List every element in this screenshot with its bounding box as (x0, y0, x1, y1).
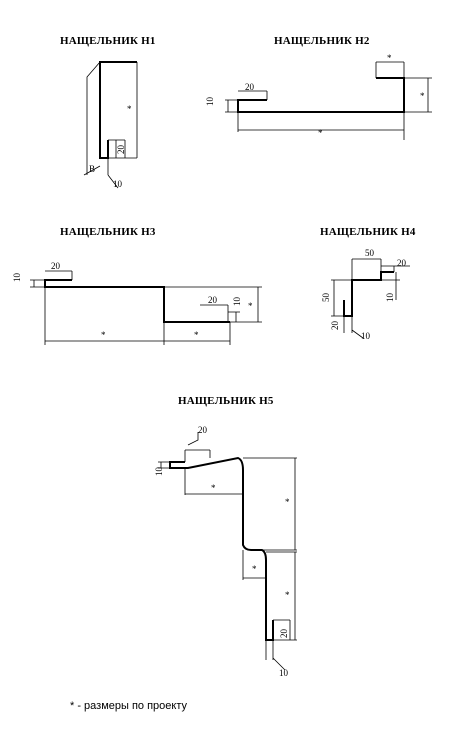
n2-dim-star-top: * (387, 53, 392, 63)
n1-dim-star: * (127, 104, 132, 114)
n4-dim-20-bottom: 20 (330, 321, 340, 331)
n5-dims: 20 10 * * * * 20 10 (154, 425, 297, 678)
n1-dim-b: B (89, 164, 95, 174)
title-n4: НАЩЕЛЬНИК Н4 (320, 226, 416, 238)
n3-dim-20-left: 20 (51, 261, 61, 271)
n5-dim-star-horizontal: * (211, 483, 216, 493)
n1-profile-line (99, 61, 137, 159)
n3-dim-10-left: 10 (12, 273, 22, 283)
n3-profile-line (44, 279, 230, 323)
n3-dim-star-bottom-right: * (194, 330, 199, 340)
n5-dim-20-bottom: 20 (279, 629, 289, 639)
n2-dim-star-right: * (420, 91, 425, 101)
n2-dim-star-bottom: * (318, 128, 323, 138)
n2-dim-20: 20 (245, 82, 255, 92)
n5-leader (187, 432, 199, 446)
n5-dim-star-upper: * (285, 497, 290, 507)
n2-profile-line (237, 77, 405, 113)
title-n5: НАЩЕЛЬНИК Н5 (178, 395, 274, 407)
n3-dim-10-right: 10 (232, 297, 242, 307)
n2-dims: 10 20 * * * (205, 53, 432, 140)
footnote: * - размеры по проекту (70, 700, 188, 712)
n5-dim-star-mid: * (252, 564, 257, 574)
profile-n1: * 20 B 10 (83, 61, 138, 189)
profile-n3: 10 20 * * 20 10 * (12, 261, 262, 345)
n3-dim-20-right: 20 (208, 295, 218, 305)
n5-dim-10-bottom: 10 (279, 668, 289, 678)
n1-contour (86, 61, 138, 175)
title-n2: НАЩЕЛЬНИК Н2 (274, 35, 370, 47)
profile-n4: 50 20 10 50 20 10 (321, 248, 410, 341)
n4-dim-10-bottom: 10 (361, 331, 371, 341)
n5-profile-line (169, 456, 274, 641)
title-n3: НАЩЕЛЬНИК Н3 (60, 226, 156, 238)
n2-dim-10: 10 (205, 97, 215, 107)
n5-dim-star-lower: * (285, 590, 290, 600)
n3-dim-star-right: * (248, 301, 253, 311)
n4-dim-50-left: 50 (321, 293, 331, 303)
n4-dim-10-right: 10 (385, 293, 395, 303)
profile-n2: 10 20 * * * (205, 53, 432, 140)
n4-dims: 50 20 10 50 20 10 (321, 248, 410, 341)
n4-dim-50-top: 50 (365, 248, 375, 258)
n1-dim-10: 10 (113, 179, 123, 189)
n5-dim-10-left: 10 (154, 467, 164, 477)
n3-dim-star-bottom-left: * (101, 330, 106, 340)
n5-dim-20-top: 20 (198, 425, 208, 435)
title-n1: НАЩЕЛЬНИК Н1 (60, 35, 156, 47)
profile-n5: 20 10 * * * * 20 10 (154, 425, 297, 678)
n1-dims: * 20 B 10 (83, 104, 132, 189)
n1-dim-20: 20 (116, 145, 126, 155)
n3-dims: 10 20 * * 20 10 * (12, 261, 262, 345)
n4-dim-20: 20 (397, 258, 407, 268)
